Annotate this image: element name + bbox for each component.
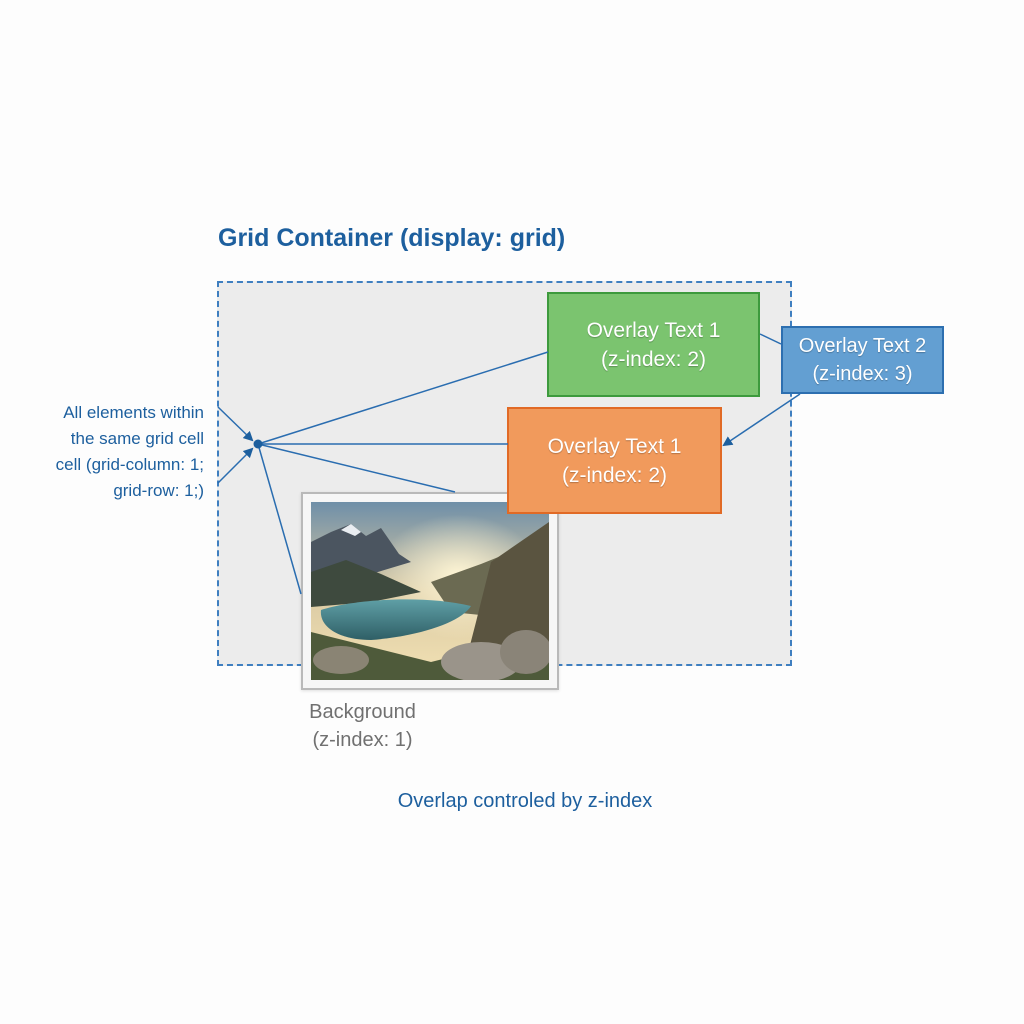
overlay-orange-zindex: (z-index: 2)	[561, 463, 668, 487]
overlay-green-title: Overlay Text 1	[586, 318, 721, 342]
overlay-orange-title: Overlay Text 1	[547, 434, 682, 458]
background-caption-title: Background	[309, 701, 416, 723]
overlay-green-zindex: (z-index: 2)	[600, 347, 707, 371]
overlay-blue-zindex: (z-index: 3)	[812, 363, 913, 385]
overlay-text-1-green: Overlay Text 1 (z-index: 2)	[547, 292, 760, 397]
overlap-caption: Overlap controled by z-index	[397, 790, 653, 812]
overlay-text-2-blue: Overlay Text 2 (z-index: 3)	[781, 326, 944, 394]
mountain-lake-photo	[311, 502, 549, 680]
grid-cell-note: All elements within the same grid cell c…	[14, 400, 204, 504]
grid-cell-note-line: the same grid cell	[70, 429, 204, 448]
overlay-text-1-orange: Overlay Text 1 (z-index: 2)	[507, 407, 722, 514]
diagram-title: Grid Container (display: grid)	[218, 224, 566, 252]
grid-cell-note-line: cell (grid-column: 1;	[55, 455, 204, 474]
background-caption: Background (z-index: 1)	[290, 698, 435, 754]
background-caption-zindex: (z-index: 1)	[312, 729, 413, 751]
grid-cell-note-line: grid-row: 1;)	[113, 481, 204, 500]
overlay-blue-title: Overlay Text 2	[798, 335, 927, 357]
grid-cell-note-line: All elements within	[63, 403, 204, 422]
background-image-frame	[301, 492, 559, 690]
mountain-lake-illustration	[311, 502, 549, 680]
